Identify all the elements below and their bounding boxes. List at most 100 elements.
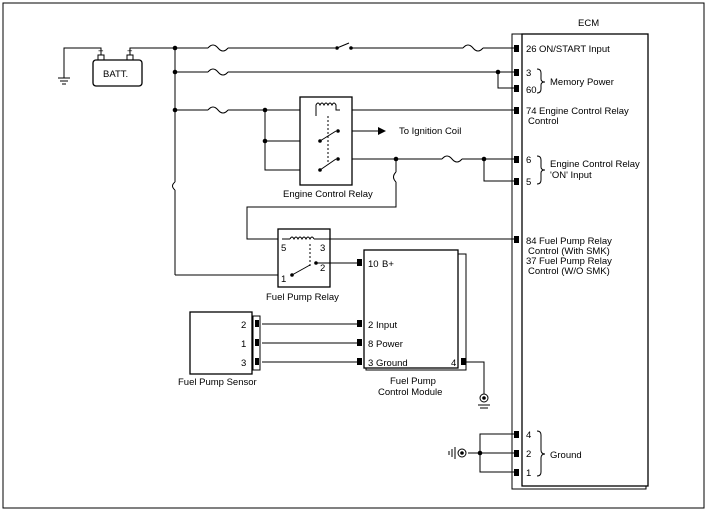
fpcm-pin-10-num: 10 xyxy=(368,259,379,270)
fuse-icon xyxy=(441,155,463,163)
wire-crossover xyxy=(393,171,397,183)
fpcm-pin-marker xyxy=(357,259,362,266)
memory-power-label: Memory Power xyxy=(550,77,614,88)
junction-dot xyxy=(477,450,483,456)
relay-coil-icon xyxy=(289,236,315,241)
fps-box xyxy=(189,311,253,375)
ecm-pin-26-label: ON/START Input xyxy=(539,44,610,55)
fps-connector xyxy=(252,315,261,371)
relay-contact xyxy=(290,273,294,277)
ecm-pin-marker xyxy=(514,469,519,476)
fuel-pump-control-module: 10 B+ 2 Input 8 Power 3 Ground 4 Fuel Pu… xyxy=(357,249,467,398)
battery-positive-wire xyxy=(129,47,175,55)
ecr-box xyxy=(299,96,353,186)
ecm-pin-marker xyxy=(514,45,519,52)
ecm-pin-marker xyxy=(514,85,519,92)
ecm-pin-37-label: Fuel Pump Relay xyxy=(539,256,612,267)
fpcm-pin-8-label: Power xyxy=(376,339,403,350)
ecm-pin-marker xyxy=(514,156,519,163)
wire xyxy=(246,182,397,240)
ecm-pin-marker xyxy=(514,107,519,114)
ecm-pin-84-label: Fuel Pump Relay xyxy=(539,236,612,247)
wire xyxy=(483,159,514,182)
ecm-pin-84-num: 84 xyxy=(526,236,537,247)
ecr-on-input-brace xyxy=(536,155,546,185)
fpcm-pin-marker xyxy=(357,358,362,365)
wire xyxy=(497,72,514,89)
fpcm-label-2: Control Module xyxy=(378,387,442,398)
memory-power-brace xyxy=(536,68,546,94)
ecm-block: ECM 26 ON/START Input 3 60 74 Engine Con… xyxy=(511,18,649,490)
fpcm-pin-10-label: B+ xyxy=(382,259,394,270)
fpcm-pin-2-num: 2 xyxy=(368,320,373,331)
fps-pin-marker xyxy=(255,339,259,346)
fuse-icon xyxy=(207,68,229,76)
fpcm-label-1: Fuel Pump xyxy=(390,376,436,387)
fps-pin-marker xyxy=(255,320,259,327)
fuel-pump-relay: 5 3 1 2 Fuel Pump Relay xyxy=(266,228,339,303)
ecm-pin-5-num: 5 xyxy=(526,177,531,188)
ground-icon xyxy=(460,451,464,455)
ecm-pin-37-label2: Control (W/O SMK) xyxy=(528,266,610,277)
relay-contact xyxy=(336,157,340,161)
fpcm-pin-marker xyxy=(357,320,362,327)
relay-contact xyxy=(318,139,322,143)
fuse-icon xyxy=(207,106,229,114)
wire-crossover xyxy=(172,181,176,191)
relay-switch-icon xyxy=(319,158,337,171)
ecm-pin-74-num: 74 xyxy=(526,106,537,117)
fps-pin-2: 2 xyxy=(241,320,246,331)
fpr-pin-3: 3 xyxy=(320,243,325,254)
ecm-pin-marker xyxy=(514,431,519,438)
battery-ground-wire xyxy=(63,47,102,78)
battery-block: − + BATT. xyxy=(58,46,175,87)
ecm-pin-marker xyxy=(514,450,519,457)
fpcm-pin-3-num: 3 xyxy=(368,358,373,369)
wiring: To Ignition Coil xyxy=(172,42,514,473)
ignition-coil-label: To Ignition Coil xyxy=(399,126,461,137)
engine-control-relay: Engine Control Relay xyxy=(283,96,373,200)
ecm-pin-37-num: 37 xyxy=(526,256,537,267)
arrow-right-icon xyxy=(378,127,386,135)
fps-label: Fuel Pump Sensor xyxy=(178,377,257,388)
relay-switch-icon xyxy=(291,264,311,276)
ecr-label: Engine Control Relay xyxy=(283,189,373,200)
ecm-pin-6-num: 6 xyxy=(526,155,531,166)
ecm-pin-4-num: 4 xyxy=(526,430,531,441)
fpr-pin-2: 2 xyxy=(320,263,325,274)
ecm-pin-1-num: 1 xyxy=(526,468,531,479)
ecm-pin-marker xyxy=(514,178,519,185)
fuel-pump-sensor: 2 1 3 Fuel Pump Sensor xyxy=(178,311,261,388)
fps-pin-3: 3 xyxy=(241,358,246,369)
switch-icon xyxy=(336,42,350,49)
fpcm-box xyxy=(363,249,459,369)
ecm-pin-60-num: 60 xyxy=(526,85,537,96)
wire xyxy=(466,361,485,394)
fpcm-pin-3-label: Ground xyxy=(376,358,408,369)
fpr-pin-5: 5 xyxy=(281,243,286,254)
ecm-pin-26-num: 26 xyxy=(526,44,537,55)
fps-pin-marker xyxy=(255,358,259,365)
ecm-title: ECM xyxy=(578,18,599,29)
fuse-icon xyxy=(207,44,229,52)
ground-label: Ground xyxy=(550,450,582,461)
fpcm-pin-4-num: 4 xyxy=(451,358,456,369)
fpcm-pin-marker xyxy=(461,358,466,365)
ground-icon xyxy=(482,396,486,400)
ground-brace xyxy=(536,430,546,477)
ecm-pin-2-num: 2 xyxy=(526,449,531,460)
ground-icon xyxy=(479,393,489,403)
relay-contact xyxy=(336,129,340,133)
relay-contact xyxy=(318,168,322,172)
ecm-pin-84-label2: Control (With SMK) xyxy=(528,246,610,257)
fpr-pin-1: 1 xyxy=(281,274,286,285)
battery-label: BATT. xyxy=(103,69,128,80)
ecm-pin-3-num: 3 xyxy=(526,68,531,79)
ecr-on-input-label-2: 'ON' Input xyxy=(550,170,592,181)
ecm-pin-74-label2: Control xyxy=(528,116,559,127)
battery-box xyxy=(92,59,143,87)
ecr-on-input-label-1: Engine Control Relay xyxy=(550,159,640,170)
ground-icon xyxy=(457,448,467,458)
fpr-label: Fuel Pump Relay xyxy=(266,292,339,303)
